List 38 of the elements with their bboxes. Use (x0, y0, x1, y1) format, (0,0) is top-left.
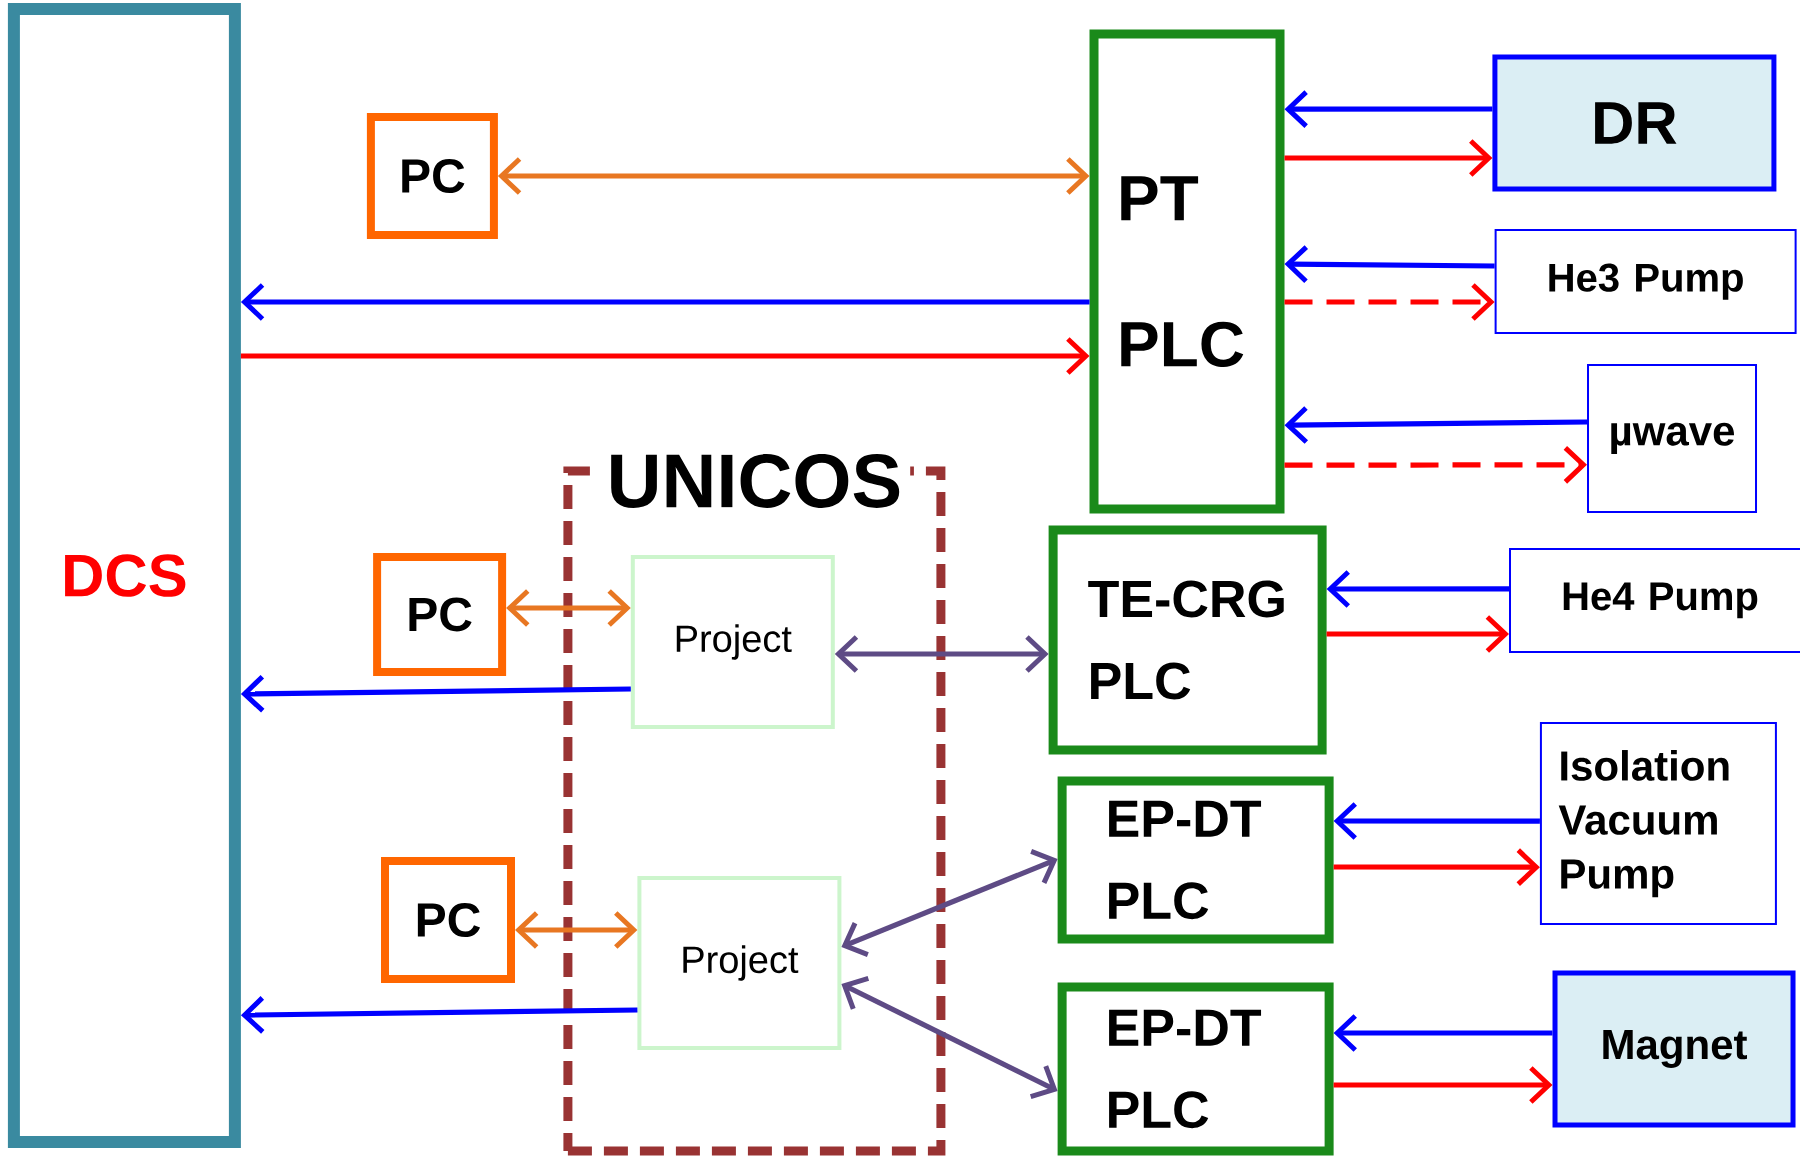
plc-box: EP-DT PLC (1057, 776, 1334, 944)
device-box: Magnet (1552, 970, 1796, 1128)
device-box: µwave (1587, 363, 1757, 513)
arrow (1333, 1066, 1553, 1104)
project-box: Project (630, 555, 835, 729)
arrow (506, 589, 631, 627)
arrow (240, 337, 1090, 375)
arrow (1333, 1014, 1553, 1052)
arrow (841, 975, 1058, 1100)
arrow (1326, 570, 1509, 608)
arrow (1326, 615, 1510, 653)
arrow (1284, 245, 1495, 283)
device-box: He4 Pump (1509, 547, 1800, 653)
device-box: He3 Pump (1494, 229, 1797, 335)
plc-box: PT PLC (1089, 29, 1285, 514)
pc-box: PC (381, 857, 515, 983)
arrow (1284, 139, 1493, 177)
arrow (1284, 446, 1587, 484)
arrow (1284, 406, 1588, 444)
device-box: Isolation Vacuum Pump (1539, 722, 1777, 926)
plc-box: TE-CRG PLC (1048, 525, 1327, 755)
arrow (497, 157, 1090, 195)
pc-box: PC (366, 113, 498, 239)
arrow (1333, 802, 1540, 840)
arrow (240, 283, 1090, 321)
arrow (515, 911, 638, 949)
arrow (841, 849, 1058, 957)
dcs-box: DCS (7, 3, 241, 1149)
plc-box: EP-DT PLC (1057, 982, 1334, 1156)
arrow (1333, 848, 1540, 886)
arrow (1284, 283, 1495, 321)
arrow (1284, 90, 1493, 128)
arrow (240, 674, 631, 713)
device-box: DR (1492, 54, 1777, 192)
project-box: Project (637, 876, 842, 1050)
pc-box: PC (373, 552, 507, 676)
arrow (240, 996, 638, 1034)
arrow (834, 635, 1049, 673)
